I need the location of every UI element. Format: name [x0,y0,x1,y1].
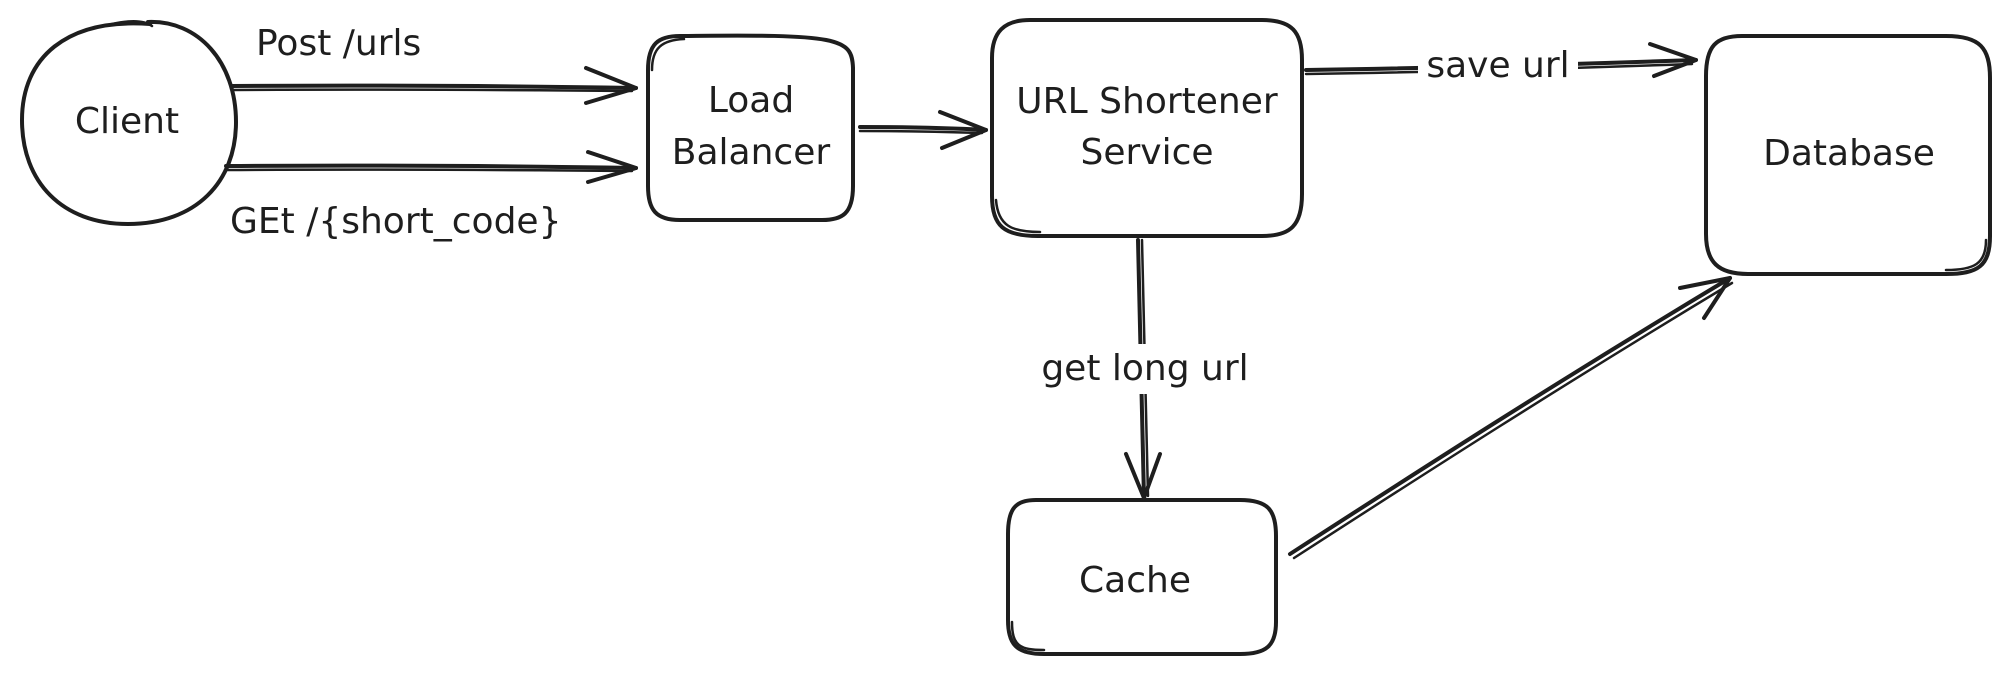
node-client[interactable]: Client [20,19,238,226]
node-database[interactable]: Database [1704,34,1992,276]
client-label: Client [75,101,179,142]
url-shortener-line2: Service [1080,132,1213,173]
edge-cache-to-db[interactable] [1288,276,1734,560]
edge-save-url[interactable]: save url [1304,40,1698,86]
load-balancer-line1: Load [708,80,794,121]
edge-get-short-code[interactable]: GEt /{short_code} [224,150,638,242]
cache-label: Cache [1079,560,1191,601]
edge-post-urls[interactable]: Post /urls [230,23,638,105]
post-urls-label: Post /urls [256,23,421,64]
edge-lb-to-service[interactable] [858,110,988,150]
database-label: Database [1763,133,1935,174]
get-short-code-label: GEt /{short_code} [230,201,561,242]
get-long-url-label: get long url [1041,348,1248,389]
load-balancer-line2: Balancer [672,132,831,173]
node-cache[interactable]: Cache [1006,498,1278,656]
node-url-shortener-service[interactable]: URL Shortener Service [990,18,1304,238]
save-url-label: save url [1426,45,1569,86]
edge-get-long-url[interactable]: get long url [1026,238,1264,500]
node-load-balancer[interactable]: Load Balancer [646,33,855,222]
url-shortener-line1: URL Shortener [1016,81,1278,122]
